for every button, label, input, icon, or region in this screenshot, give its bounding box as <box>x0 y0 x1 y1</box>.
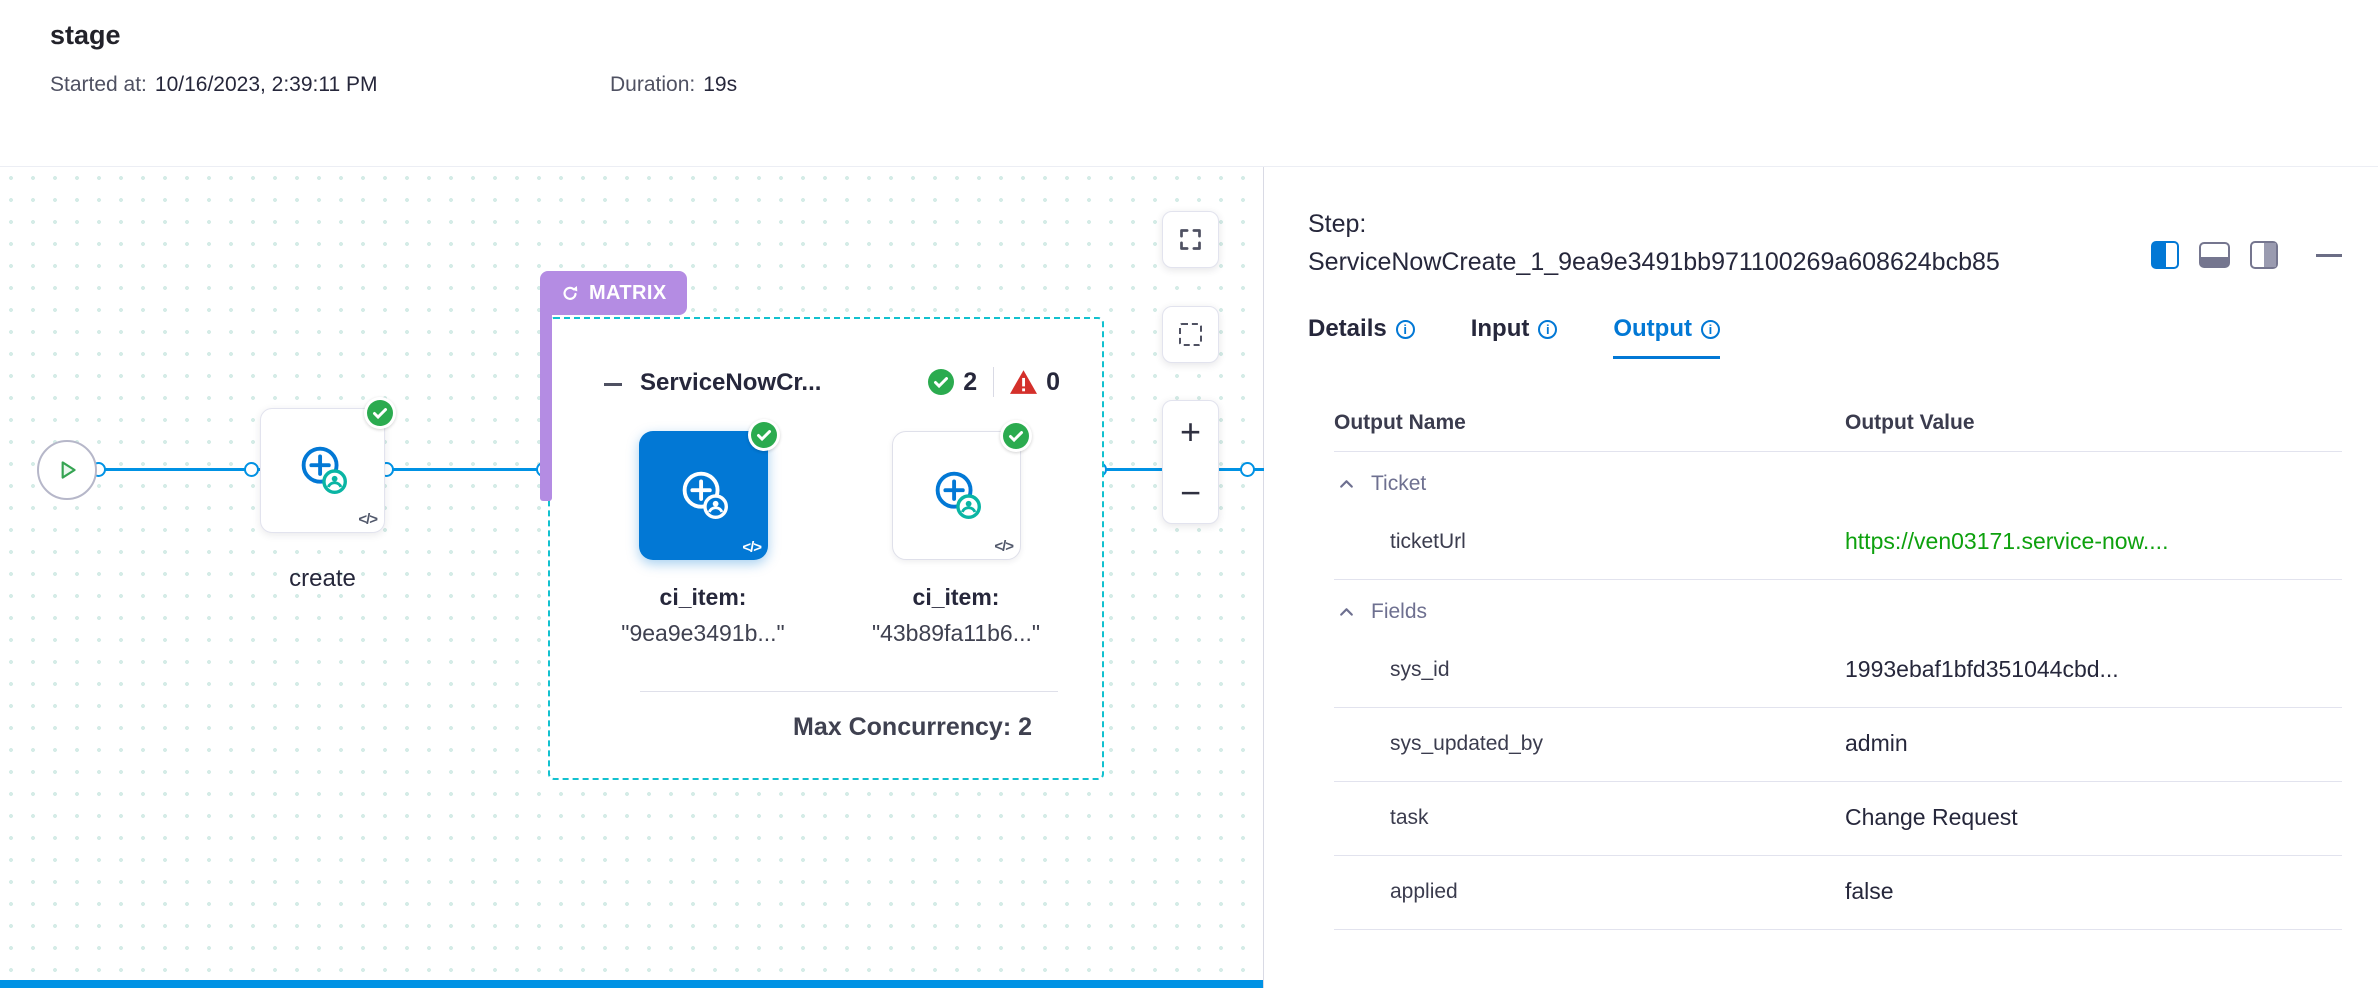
step-title-name: ServiceNowCreate_1_9ea9e3491bb971100269a… <box>1308 248 2000 276</box>
marquee-select-button[interactable] <box>1162 306 1219 363</box>
failed-count-icon <box>1010 370 1038 394</box>
layout-bottom-view-icon[interactable] <box>2199 242 2230 268</box>
layout-right-view-icon[interactable] <box>2250 241 2278 269</box>
minimize-panel-button[interactable] <box>2316 253 2342 257</box>
code-icon: </> <box>358 511 378 528</box>
output-name: ticketUrl <box>1390 529 1466 553</box>
servicenow-create-icon <box>935 471 981 519</box>
success-badge-icon <box>1000 420 1032 452</box>
failed-count: 0 <box>1046 367 1060 396</box>
step-node-create[interactable]: </> <box>260 397 396 533</box>
ticket-url-link[interactable]: https://ven03171.service-now.... <box>1845 528 2169 554</box>
fullscreen-button[interactable] <box>1162 211 1219 268</box>
fullscreen-icon <box>1180 229 1201 250</box>
tab-input[interactable]: Input i <box>1471 315 1558 359</box>
success-badge-icon <box>748 419 780 451</box>
info-icon[interactable]: i <box>1538 319 1558 339</box>
table-row: sys_id 1993ebaf1bfd351044cbd... <box>1334 634 2342 708</box>
started-at-value: 10/16/2023, 2:39:11 PM <box>154 73 378 96</box>
edge-connector <box>385 468 548 471</box>
step-details-panel: Step: ServiceNowCreate_1_9ea9e3491bb9711… <box>1264 167 2378 988</box>
edge-port-dot <box>244 462 259 477</box>
matrix-group-container[interactable]: ServiceNowCr... 2 0 <box>548 317 1104 780</box>
output-group-label: Ticket <box>1371 472 1427 495</box>
table-row: sys_updated_by admin <box>1334 708 2342 782</box>
execution-meta: Started at: 10/16/2023, 2:39:11 PM Durat… <box>50 73 2378 97</box>
panel-tabs: Details i Input i Output i <box>1308 315 2342 359</box>
zoom-controls: + − <box>1162 400 1219 524</box>
chevron-up-icon[interactable] <box>1338 604 1355 621</box>
step-title-label: Step: <box>1308 210 1367 238</box>
column-output-name: Output Name <box>1334 411 1466 434</box>
chevron-up-icon[interactable] <box>1338 476 1355 493</box>
tab-details[interactable]: Details i <box>1308 315 1415 359</box>
output-value: false <box>1845 878 1894 904</box>
divider <box>993 367 995 397</box>
matrix-step-node-2[interactable]: </> <box>892 420 1032 560</box>
started-at-label: Started at: <box>50 73 147 96</box>
table-row: applied false <box>1334 856 2342 930</box>
output-name: sys_updated_by <box>1390 731 1543 755</box>
execution-header: stage Started at: 10/16/2023, 2:39:11 PM… <box>0 0 2378 167</box>
step-label-create: create <box>289 565 356 592</box>
pipeline-canvas[interactable]: </> create MATRIX ServiceNowCr... 2 <box>0 167 1264 988</box>
matrix-step-2-key: ci_item: <box>912 584 1000 610</box>
edge-connector <box>97 468 260 471</box>
code-icon: </> <box>994 538 1014 555</box>
output-name: applied <box>1390 879 1458 903</box>
play-icon <box>61 461 76 479</box>
matrix-step-1-value: "9ea9e3491b..." <box>621 620 785 646</box>
output-table: Output Name Output Value Ticket ticketUr… <box>1334 399 2342 930</box>
matrix-step-title: ServiceNowCr... <box>640 369 822 396</box>
matrix-step-1-key: ci_item: <box>659 584 747 610</box>
max-concurrency-label: Max Concurrency: 2 <box>793 713 1032 741</box>
output-value: 1993ebaf1bfd351044cbd... <box>1845 656 2119 682</box>
output-group-fields[interactable]: Fields <box>1334 580 2342 634</box>
output-table-header: Output Name Output Value <box>1334 399 2342 452</box>
column-output-value: Output Value <box>1845 411 1975 434</box>
output-name: sys_id <box>1390 657 1450 681</box>
tab-output[interactable]: Output i <box>1613 315 1720 359</box>
output-value: admin <box>1845 730 1908 756</box>
matrix-step-node-1[interactable]: </> <box>639 419 780 560</box>
table-row: task Change Request <box>1334 782 2342 856</box>
success-badge-icon <box>364 397 396 429</box>
output-group-label: Fields <box>1371 600 1428 623</box>
zoom-in-button[interactable]: + <box>1179 410 1202 452</box>
stage-start-node[interactable] <box>37 440 97 500</box>
divider <box>640 691 1058 692</box>
loop-icon <box>563 286 578 300</box>
marquee-select-icon <box>1179 323 1202 346</box>
success-count-icon <box>928 369 955 395</box>
matrix-step-2-value: "43b89fa11b6..." <box>871 620 1041 646</box>
duration-label: Duration: <box>610 73 696 96</box>
page-title: stage <box>50 20 121 50</box>
info-icon[interactable]: i <box>1700 319 1720 339</box>
zoom-out-button[interactable]: − <box>1179 471 1202 513</box>
step-title: Step: ServiceNowCreate_1_9ea9e3491bb9711… <box>1308 205 2008 281</box>
output-value: Change Request <box>1845 804 2018 830</box>
success-count: 2 <box>963 367 978 396</box>
matrix-badge: MATRIX <box>540 271 687 315</box>
code-icon: </> <box>742 539 762 556</box>
matrix-badge-label: MATRIX <box>589 281 667 304</box>
output-name: task <box>1390 805 1429 829</box>
table-row: ticketUrl https://ven03171.service-now..… <box>1334 506 2342 580</box>
info-icon[interactable]: i <box>1395 319 1415 339</box>
layout-split-view-icon[interactable] <box>2151 241 2179 269</box>
output-group-ticket[interactable]: Ticket <box>1334 452 2342 506</box>
edge-port-dot <box>1240 462 1255 477</box>
servicenow-create-icon <box>301 446 347 494</box>
servicenow-create-icon <box>682 471 728 519</box>
matrix-accent-bar <box>540 313 552 501</box>
canvas-horizontal-scrollbar[interactable] <box>0 980 1263 988</box>
panel-layout-controls <box>2151 241 2342 269</box>
duration-value: 19s <box>703 73 738 96</box>
collapse-matrix-button[interactable] <box>604 383 622 386</box>
matrix-status-counts: 2 0 <box>928 367 1060 397</box>
